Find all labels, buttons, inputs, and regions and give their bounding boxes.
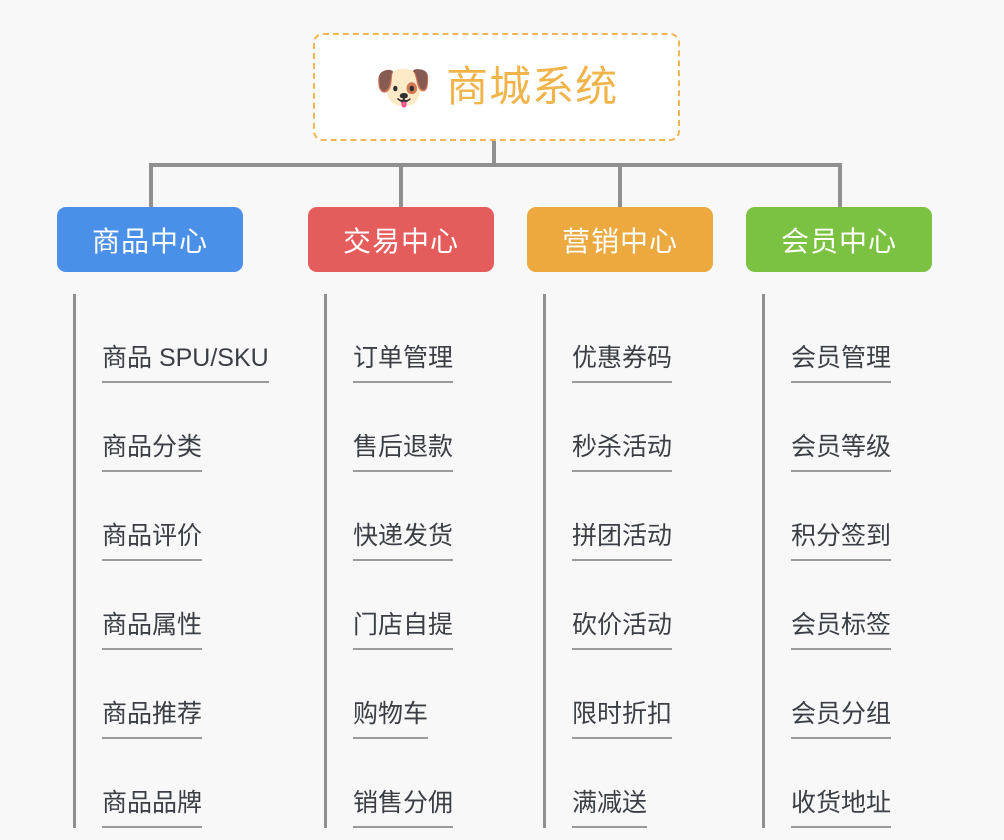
- category-header-product-center[interactable]: 商品中心: [57, 207, 243, 272]
- category-header-label: 商品中心: [91, 225, 208, 257]
- leaf-item-label: 秒杀活动: [572, 435, 673, 472]
- leaf-item[interactable]: 限时折扣: [546, 650, 713, 739]
- connector-horizontal-bus: [149, 163, 842, 167]
- leaf-item[interactable]: 会员标签: [765, 561, 932, 650]
- leaf-stack-marketing-center: 优惠券码秒杀活动拼团活动砍价活动限时折扣满减送: [543, 294, 713, 828]
- category-header-trade-center[interactable]: 交易中心: [308, 207, 494, 272]
- leaf-item[interactable]: 收货地址: [765, 739, 932, 828]
- category-header-member-center[interactable]: 会员中心: [746, 207, 932, 272]
- leaf-item-label: 限时折扣: [572, 702, 673, 739]
- connector-drop-2: [399, 163, 403, 209]
- leaf-stack-trade-center: 订单管理售后退款快递发货门店自提购物车销售分佣: [324, 294, 494, 828]
- category-header-marketing-center[interactable]: 营销中心: [527, 207, 713, 272]
- leaf-item-label: 收货地址: [791, 791, 892, 828]
- leaf-item[interactable]: 商品品牌: [76, 739, 243, 828]
- category-column-marketing-center: 营销中心优惠券码秒杀活动拼团活动砍价活动限时折扣满减送: [527, 207, 713, 828]
- leaf-item-label: 砍价活动: [572, 613, 673, 650]
- leaf-item[interactable]: 优惠券码: [546, 294, 713, 383]
- leaf-item-label: 商品推荐: [102, 702, 203, 739]
- leaf-item[interactable]: 商品分类: [76, 383, 243, 472]
- shiba-dog-icon: 🐶: [374, 61, 433, 113]
- leaf-item[interactable]: 快递发货: [327, 472, 494, 561]
- category-column-member-center: 会员中心会员管理会员等级积分签到会员标签会员分组收货地址: [746, 207, 932, 828]
- leaf-item-label: 售后退款: [353, 435, 454, 472]
- leaf-item-label: 会员标签: [791, 613, 892, 650]
- leaf-item[interactable]: 砍价活动: [546, 561, 713, 650]
- root-node[interactable]: 🐶 商城系统: [313, 33, 680, 141]
- leaf-item-label: 快递发货: [353, 524, 454, 561]
- leaf-item-label: 会员等级: [791, 435, 892, 472]
- leaf-item[interactable]: 拼团活动: [546, 472, 713, 561]
- leaf-item[interactable]: 秒杀活动: [546, 383, 713, 472]
- root-node-label: 商城系统: [446, 63, 619, 110]
- leaf-item-label: 商品 SPU/SKU: [102, 346, 269, 383]
- leaf-item[interactable]: 满减送: [546, 739, 713, 828]
- category-column-product-center: 商品中心商品 SPU/SKU 商品分类商品评价商品属性商品推荐商品品牌: [57, 207, 269, 828]
- leaf-item[interactable]: 会员等级: [765, 383, 932, 472]
- leaf-item-label: 会员管理: [791, 346, 892, 383]
- leaf-item[interactable]: 会员分组: [765, 650, 932, 739]
- leaf-item-label: 门店自提: [353, 613, 454, 650]
- leaf-item[interactable]: 会员管理: [765, 294, 932, 383]
- category-header-label: 会员中心: [780, 225, 897, 257]
- leaf-stack-product-center: 商品 SPU/SKU 商品分类商品评价商品属性商品推荐商品品牌: [73, 294, 269, 828]
- leaf-item-label: 销售分佣: [353, 791, 454, 828]
- connector-drop-4: [838, 163, 842, 209]
- leaf-item[interactable]: 订单管理: [327, 294, 494, 383]
- leaf-item[interactable]: 购物车: [327, 650, 494, 739]
- leaf-item-label: 商品品牌: [102, 791, 203, 828]
- leaf-item-label: 购物车: [353, 702, 429, 739]
- leaf-item[interactable]: 商品属性: [76, 561, 243, 650]
- category-header-label: 营销中心: [561, 225, 678, 257]
- leaf-item[interactable]: 销售分佣: [327, 739, 494, 828]
- leaf-item[interactable]: 商品 SPU/SKU: [76, 294, 269, 383]
- leaf-item-label: 订单管理: [353, 346, 454, 383]
- connector-drop-3: [618, 163, 622, 209]
- connector-drop-1: [149, 163, 153, 209]
- leaf-item[interactable]: 商品评价: [76, 472, 243, 561]
- leaf-item-label: 积分签到: [791, 524, 892, 561]
- leaf-item-label: 商品分类: [102, 435, 203, 472]
- leaf-stack-member-center: 会员管理会员等级积分签到会员标签会员分组收货地址: [762, 294, 932, 828]
- leaf-item-label: 优惠券码: [572, 346, 673, 383]
- leaf-item-label: 商品评价: [102, 524, 203, 561]
- leaf-item[interactable]: 商品推荐: [76, 650, 243, 739]
- leaf-item-label: 商品属性: [102, 613, 203, 650]
- leaf-item-label: 满减送: [572, 791, 648, 828]
- category-header-label: 交易中心: [342, 225, 459, 257]
- leaf-item[interactable]: 积分签到: [765, 472, 932, 561]
- leaf-item-label: 拼团活动: [572, 524, 673, 561]
- leaf-item[interactable]: 售后退款: [327, 383, 494, 472]
- leaf-item-label: 会员分组: [791, 702, 892, 739]
- category-column-trade-center: 交易中心订单管理售后退款快递发货门店自提购物车销售分佣: [308, 207, 494, 828]
- leaf-item[interactable]: 门店自提: [327, 561, 494, 650]
- connector-root-stem: [492, 141, 496, 166]
